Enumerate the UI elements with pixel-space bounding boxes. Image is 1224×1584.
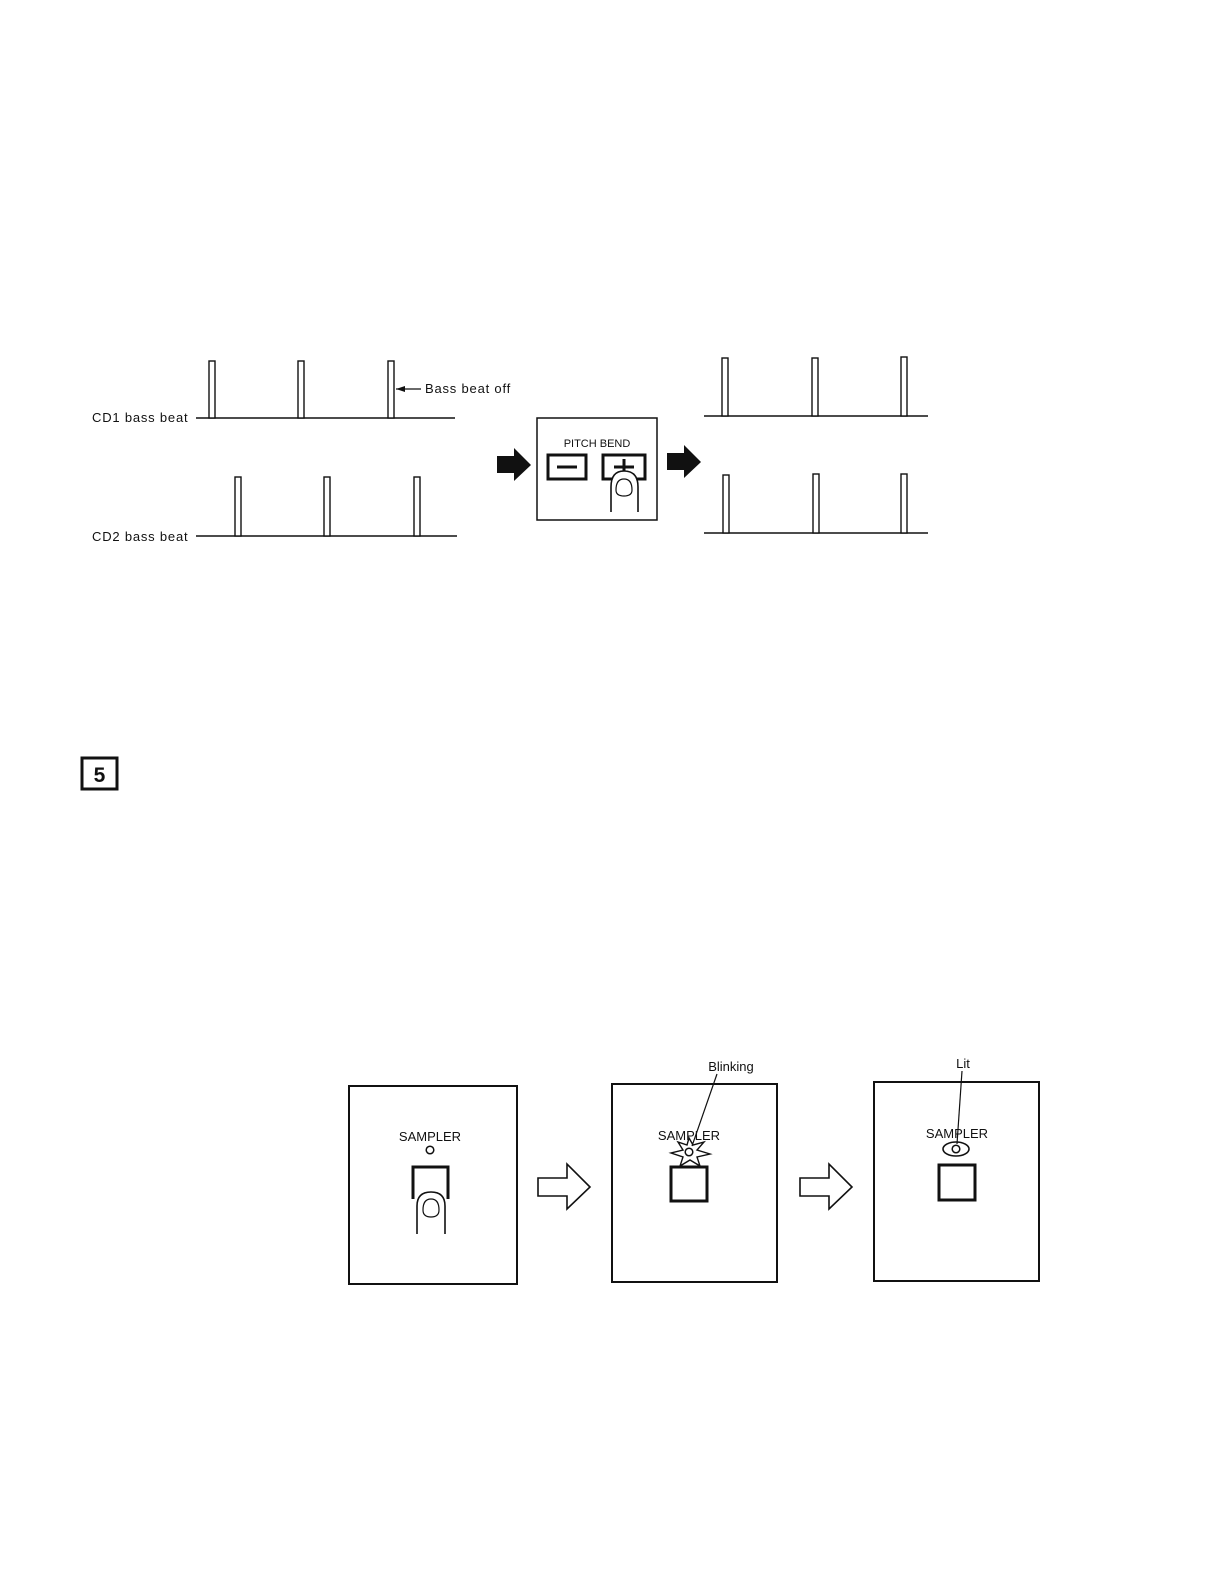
lit-label: Lit <box>956 1056 970 1071</box>
indicator-light-icon <box>426 1146 434 1154</box>
indicator-light-icon <box>685 1148 693 1156</box>
arrow-right-solid-icon <box>497 448 531 481</box>
finger-press-icon <box>611 471 638 512</box>
cd2-synced-beat-pulse <box>723 475 729 533</box>
cd2-beat-pulse <box>414 477 420 536</box>
cd1-beat-pulse <box>388 361 394 418</box>
arrow-right-outline-icon <box>538 1164 590 1209</box>
sampler-panel-frame <box>349 1086 517 1284</box>
cd1-beat-pulse <box>209 361 215 418</box>
cd2-synced-beat-pulse <box>813 474 819 533</box>
sampler-label: SAMPLER <box>399 1129 461 1144</box>
beat-diagram-before: CD1 bass beat Bass beat off CD2 bass bea… <box>92 361 511 544</box>
sampler-panel-press: SAMPLER <box>349 1086 517 1284</box>
cd1-beat-pulse <box>298 361 304 418</box>
blinking-label: Blinking <box>708 1059 754 1074</box>
bass-beat-off-label: Bass beat off <box>425 381 511 396</box>
cd1-bass-beat-label: CD1 bass beat <box>92 410 188 425</box>
arrow-right-outline-icon <box>800 1164 852 1209</box>
indicator-light-icon <box>952 1145 960 1153</box>
finger-press-icon <box>417 1192 445 1234</box>
cd2-beat-pulse <box>324 477 330 536</box>
pitch-bend-panel: PITCH BEND <box>537 418 657 520</box>
step-number-box: 5 <box>82 758 117 789</box>
sampler-button[interactable] <box>939 1165 975 1200</box>
beat-diagram-after <box>704 357 928 533</box>
cd1-synced-beat-pulse <box>901 357 907 416</box>
cd1-synced-beat-pulse <box>812 358 818 416</box>
cd2-synced-beat-pulse <box>901 474 907 533</box>
step-number: 5 <box>94 764 106 787</box>
arrow-right-solid-icon <box>667 445 701 478</box>
cd2-beat-pulse <box>235 477 241 536</box>
cd2-bass-beat-label: CD2 bass beat <box>92 529 188 544</box>
sampler-panel-lit: SAMPLER Lit <box>874 1056 1039 1281</box>
cd1-synced-beat-pulse <box>722 358 728 416</box>
pitch-bend-minus-button[interactable] <box>548 455 586 479</box>
pitch-bend-label: PITCH BEND <box>564 438 631 450</box>
sampler-button[interactable] <box>671 1167 707 1201</box>
sampler-panel-blinking: SAMPLER Blinking <box>612 1059 777 1282</box>
bass-beat-off-arrowhead <box>396 386 405 392</box>
